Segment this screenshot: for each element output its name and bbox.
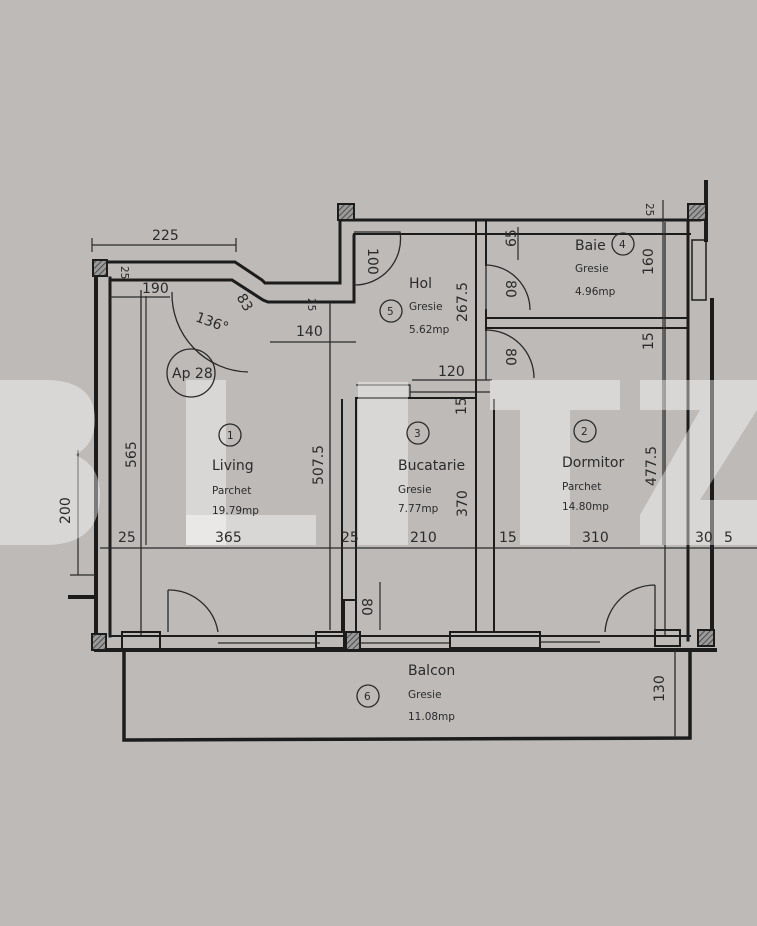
room-number: 3	[414, 428, 421, 440]
room-floor: Parchet	[562, 481, 601, 493]
dim-100: 100	[364, 248, 380, 275]
room-area: 5.62mp	[409, 324, 450, 336]
dim-200: 200	[58, 497, 74, 524]
dim-80-dorm-door: 80	[502, 348, 518, 366]
dim-25-bath: 25	[643, 203, 655, 216]
room-hol: 5 Hol Gresie 5.62mp	[379, 276, 450, 336]
dim-190: 190	[142, 281, 169, 297]
room-number: 2	[581, 426, 588, 438]
dim-80-bath-door: 80	[502, 280, 518, 298]
dim-507-5: 507.5	[311, 445, 327, 485]
structural-columns	[91, 203, 715, 651]
dim-15-bottom: 15	[499, 530, 517, 546]
dim-160: 160	[641, 248, 657, 275]
dim-365: 365	[215, 530, 242, 546]
dim-5: 5	[724, 530, 733, 546]
dim-angle: 136°	[193, 310, 230, 337]
room-floor: Parchet	[212, 485, 251, 497]
dim-130: 130	[652, 675, 668, 702]
dim-565: 565	[124, 441, 140, 468]
apartment-label: Ap 28	[172, 366, 213, 382]
room-number: 5	[387, 306, 394, 318]
room-floor: Gresie	[409, 301, 443, 313]
room-balcon: 6 Balcon Gresie 11.08mp	[356, 663, 455, 723]
dim-267-5: 267.5	[455, 282, 471, 322]
exterior-walls	[68, 180, 717, 652]
doors	[167, 231, 656, 633]
room-area: 14.80mp	[562, 501, 609, 513]
dim-140: 140	[296, 324, 323, 340]
dim-30: 30	[695, 530, 713, 546]
room-name: Living	[212, 458, 254, 474]
room-name: Bucatarie	[398, 458, 465, 474]
windows	[121, 239, 707, 651]
dim-25-mid: 25	[305, 298, 317, 311]
dimension-labels: 225 25 190 136° 83 25 140 100 267.5 120 …	[58, 203, 733, 702]
dim-225: 225	[152, 228, 179, 244]
room-number: 1	[227, 430, 234, 442]
dim-83: 83	[233, 291, 256, 314]
room-floor: Gresie	[575, 263, 609, 275]
dim-15-kitchen: 15	[454, 397, 470, 415]
dim-120: 120	[438, 364, 465, 380]
balcony-outline	[122, 648, 692, 742]
room-area: 11.08mp	[408, 711, 455, 723]
dim-310: 310	[582, 530, 609, 546]
room-floor: Gresie	[398, 484, 432, 496]
room-bucatarie: 3 Bucatarie Gresie 7.77mp	[398, 421, 465, 515]
room-floor: Gresie	[408, 689, 442, 701]
room-living: 1 Living Parchet 19.79mp	[212, 423, 259, 517]
room-baie: 4 Baie Gresie 4.96mp	[575, 232, 635, 298]
room-number: 6	[364, 691, 371, 703]
dim-25-bottom-mid: 25	[341, 530, 359, 546]
room-area: 19.79mp	[212, 505, 259, 517]
room-area: 7.77mp	[398, 503, 439, 515]
room-number: 4	[619, 239, 626, 251]
room-name: Balcon	[408, 663, 455, 679]
apartment-badge: Ap 28	[166, 348, 216, 398]
room-name: Dormitor	[562, 455, 624, 471]
room-dormitor: 2 Dormitor Parchet 14.80mp	[562, 419, 624, 513]
dim-15-bath: 15	[641, 332, 657, 350]
dim-25-bottom-left: 25	[118, 530, 136, 546]
dim-25-topleft: 25	[118, 266, 130, 279]
dim-65: 65	[504, 229, 520, 247]
dim-210: 210	[410, 530, 437, 546]
room-name: Baie	[575, 238, 606, 254]
room-area: 4.96mp	[575, 286, 616, 298]
room-name: Hol	[409, 276, 432, 292]
dim-477-5: 477.5	[644, 446, 660, 486]
dimension-lines	[70, 200, 757, 630]
dim-80-kitchen-window: 80	[358, 598, 374, 616]
dim-370: 370	[455, 490, 471, 517]
interior-walls	[140, 221, 689, 635]
watermark	[0, 380, 757, 545]
